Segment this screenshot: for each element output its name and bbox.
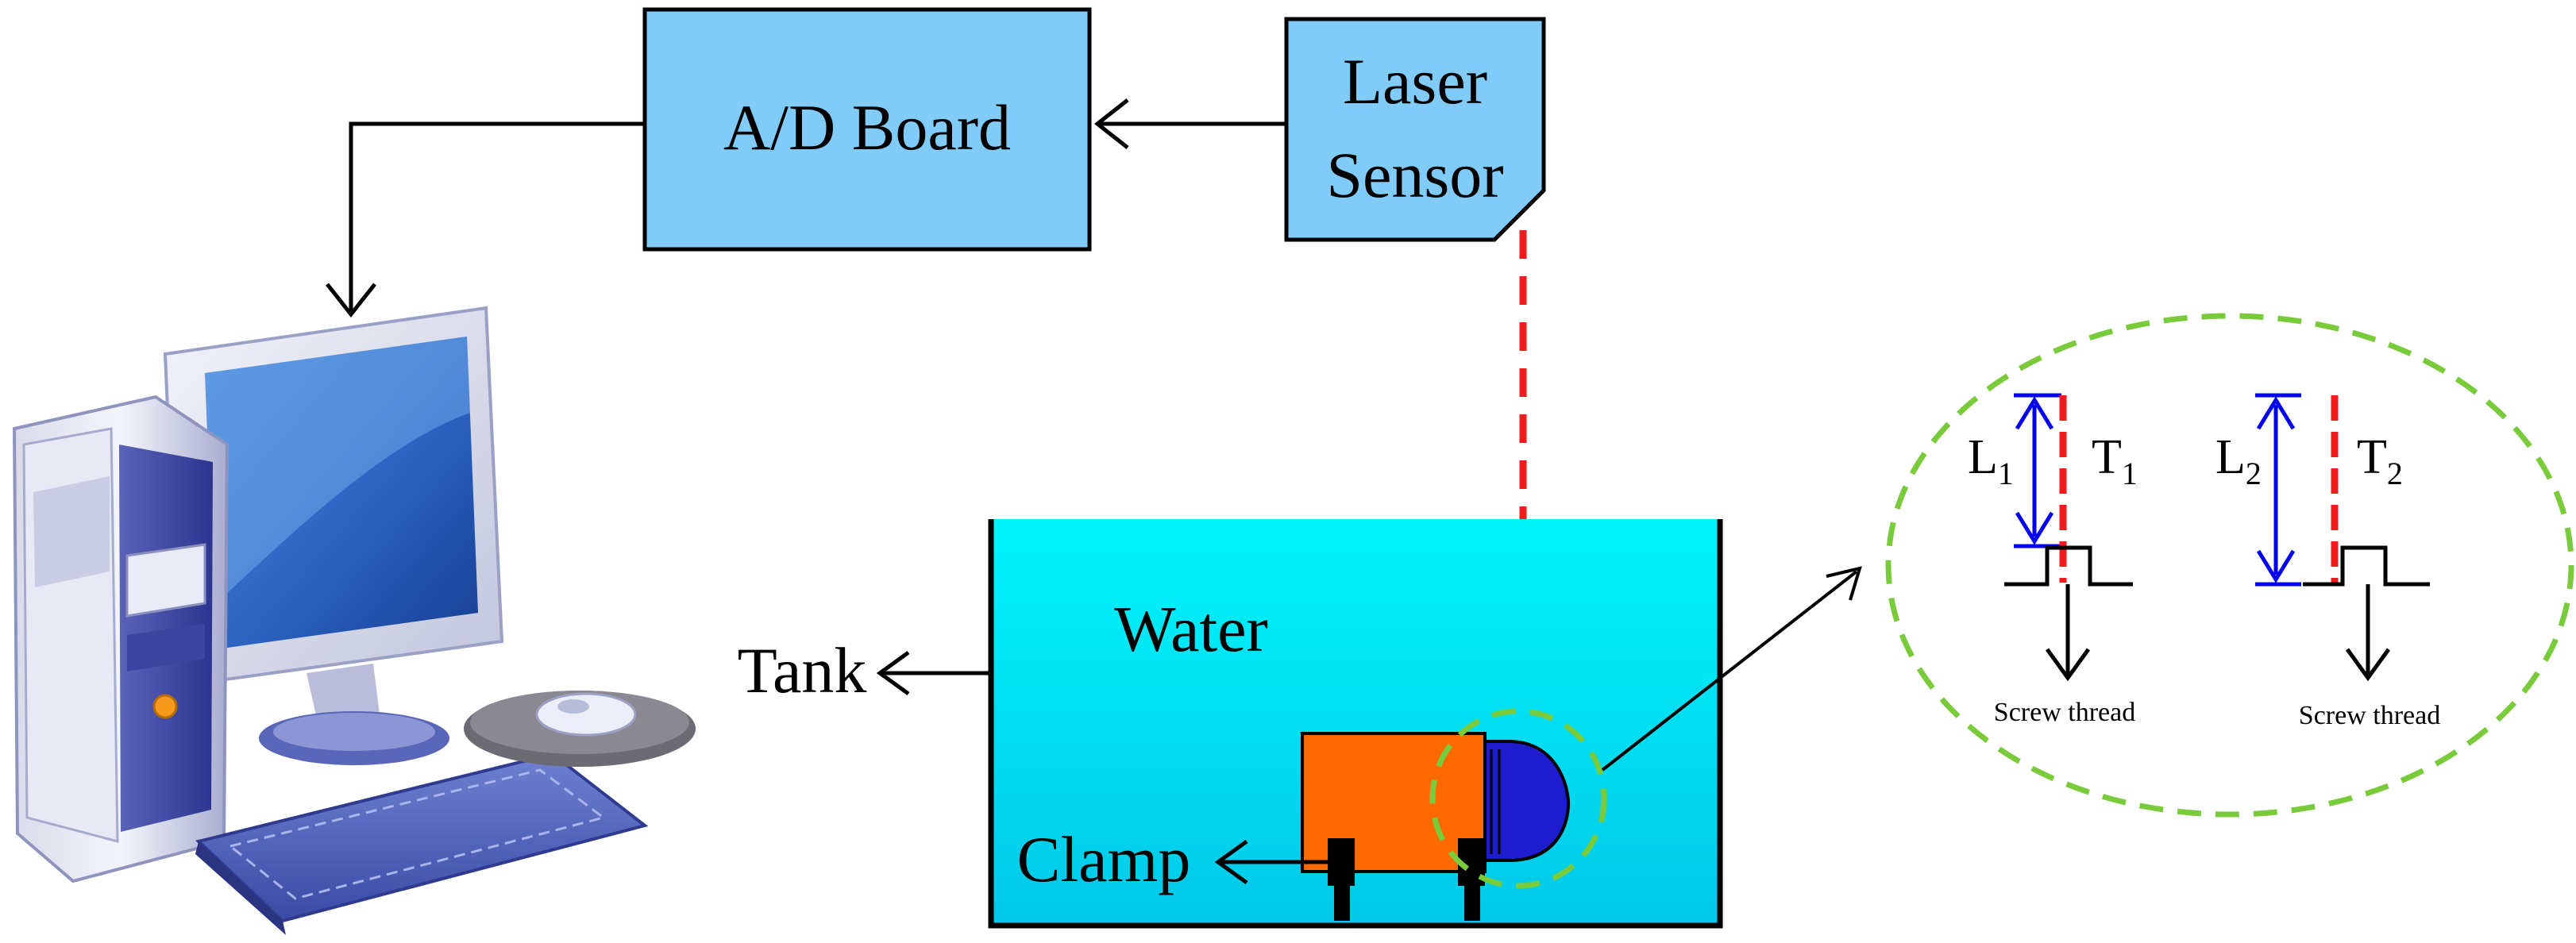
- l2-sub: 2: [2246, 456, 2262, 491]
- clamp-pointer: Clamp: [1017, 823, 1342, 895]
- detail-right: L2 T2 Screw thread: [2215, 393, 2440, 730]
- left-screw-thread-label: Screw thread: [1994, 698, 2135, 727]
- l1-var: L: [1968, 430, 1998, 484]
- svg-text:L2: L2: [2215, 430, 2262, 491]
- laser-sensor-label-line2: Sensor: [1326, 139, 1503, 211]
- l2-var: L: [2215, 430, 2246, 484]
- t2-sub: 2: [2387, 456, 2403, 491]
- tank-label: Tank: [738, 634, 867, 706]
- svg-text:T1: T1: [2092, 430, 2138, 491]
- detail-leader: [1601, 566, 1862, 772]
- arrow-sensor-to-board: [1093, 98, 1286, 149]
- computer-icon: [12, 306, 696, 935]
- zoom-circle-detail: [1885, 313, 2574, 818]
- right-screw-thread-label: Screw thread: [2299, 701, 2440, 730]
- water-label: Water: [1114, 593, 1268, 665]
- ad-board-label: A/D Board: [723, 91, 1011, 164]
- t2-var: T: [2357, 430, 2387, 484]
- tank-pointer: Tank: [738, 634, 991, 706]
- laser-sensor-block: Laser Sensor: [1284, 17, 1546, 242]
- t1-var: T: [2092, 430, 2122, 484]
- l1-sub: 1: [1998, 456, 2014, 491]
- ad-board-block: A/D Board: [642, 7, 1092, 252]
- arrow-board-to-computer: [326, 121, 645, 318]
- t1-sub: 1: [2122, 456, 2138, 491]
- clamp-label: Clamp: [1017, 823, 1191, 895]
- detail-left: L1 T1 Screw thread: [1968, 393, 2138, 727]
- svg-text:L1: L1: [1968, 430, 2014, 491]
- laser-sensor-label-line1: Laser: [1343, 45, 1487, 117]
- svg-text:T2: T2: [2357, 430, 2403, 491]
- zoom-circle-small: [1429, 708, 1607, 889]
